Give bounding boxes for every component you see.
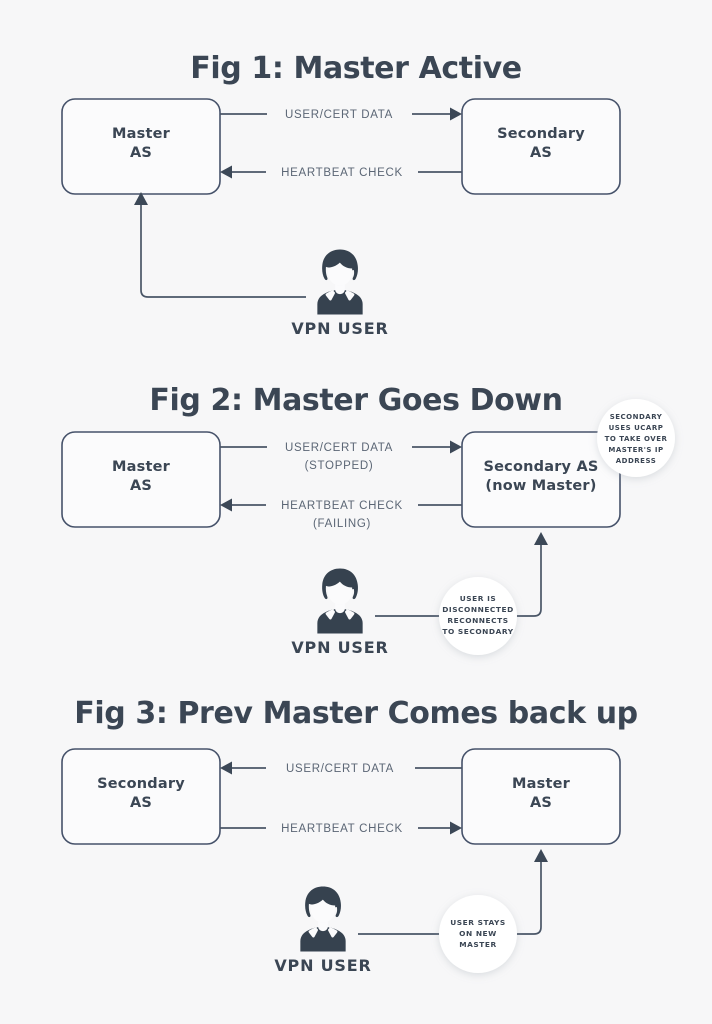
fig-1-edge-heartbeat-check-label: HEARTBEAT CHECK [281, 167, 403, 179]
fig-2-title: Fig 2: Master Goes Down [149, 383, 562, 418]
fig-2-badge-ucarp-takeover-circle[interactable] [597, 399, 675, 477]
fig-2-right-node-box[interactable] [461, 431, 621, 528]
badge-line-4: MASTER'S IP [608, 446, 663, 454]
fig-2-badge-user-reconnect[interactable] [439, 577, 517, 655]
fig-3-left-node-label-line2: AS [130, 795, 152, 811]
fig-3-left-node-box[interactable] [61, 748, 221, 845]
fig-2-edge-heartbeat-check: HEARTBEAT CHECK (FAILING) [220, 498, 462, 530]
badge-line-3: RECONNECTS [447, 616, 508, 625]
fig-1-actor-vpn-user[interactable]: VPN USER [291, 249, 388, 338]
badge-line-3: TO TAKE OVER [605, 435, 668, 443]
fig-1-edge-user-cert-data-arrowhead [450, 107, 462, 121]
fig-2-edge-user-cert-data-sublabel: (STOPPED) [305, 460, 374, 472]
fig-2-edge-user-cert-data-arrowhead [450, 440, 462, 454]
fig-3-right-node[interactable]: Master AS [461, 748, 621, 845]
fig-2-left-node-label-line2: AS [130, 478, 152, 494]
badge-line-3: MASTER [459, 940, 496, 949]
fig-1-actor-connector-arrowhead [134, 192, 148, 205]
fig-3-left-node-label-line1: Secondary [97, 776, 185, 792]
fig-3-badge-user-stays-circle[interactable] [439, 895, 517, 973]
fig-3-edge-heartbeat-check-label: HEARTBEAT CHECK [281, 823, 403, 835]
fig-2-actor-label: VPN USER [291, 638, 388, 657]
badge-line-2: ON NEW [459, 929, 497, 938]
fig-3-title: Fig 3: Prev Master Comes back up [74, 696, 637, 731]
fig-2-right-node[interactable]: Secondary AS (now Master) [461, 431, 621, 528]
fig-2-right-node-label-line1: Secondary AS [483, 459, 598, 475]
fig-2-left-node-label-line1: Master [112, 459, 171, 475]
fig-3-actor-vpn-user[interactable]: VPN USER [274, 886, 371, 975]
fig-3-actor-connector-arrowhead [534, 849, 548, 862]
fig-2-badge-ucarp-takeover[interactable] [597, 399, 675, 477]
fig-3-right-node-label-line1: Master [512, 776, 571, 792]
fig-2-badge-user-reconnect-circle[interactable] [439, 577, 517, 655]
fig-3-edge-user-cert-data-label: USER/CERT DATA [286, 763, 394, 775]
fig-2-badge-user-reconnect-text: USER IS DISCONNECTED RECONNECTS TO SECON… [442, 594, 514, 636]
fig-3-actor-connector [358, 849, 548, 935]
fig-2-edge-user-cert-data-label: USER/CERT DATA [285, 442, 393, 454]
badge-line-1: SECONDARY [610, 413, 663, 421]
fig-3-left-node[interactable]: Secondary AS [61, 748, 221, 845]
fig-3-badge-user-stays-text: USER STAYS ON NEW MASTER [450, 918, 506, 949]
fig-1-right-node-label-line2: AS [530, 145, 552, 161]
fig-3-edge-heartbeat-check: HEARTBEAT CHECK [220, 821, 462, 835]
fig-3-edge-user-cert-data: USER/CERT DATA [220, 761, 462, 775]
fig-2-right-node-label-line2: (now Master) [485, 478, 596, 494]
badge-line-2: USES UCARP [609, 424, 664, 432]
fig-3-right-node-box[interactable] [461, 748, 621, 845]
fig-2-edge-heartbeat-check-sublabel: (FAILING) [313, 518, 371, 530]
fig-1-left-node[interactable]: Master AS [61, 98, 221, 195]
fig-3-right-node-label-line2: AS [530, 795, 552, 811]
fig-3-edge-heartbeat-check-arrowhead [450, 821, 462, 835]
badge-line-4: TO SECONDARY [442, 627, 513, 636]
fig-1-title: Fig 1: Master Active [190, 51, 521, 86]
fig-2-actor-vpn-user[interactable]: VPN USER [291, 568, 388, 657]
fig-1-actor-label: VPN USER [291, 319, 388, 338]
fig-3-badge-user-stays[interactable] [439, 895, 517, 973]
fig-2-actor-connector [375, 532, 548, 617]
fig-1-left-node-label-line2: AS [130, 145, 152, 161]
fig-1-right-node-box[interactable] [461, 98, 621, 195]
figure-fig-2: Fig 2: Master Goes Down Master AS Second… [61, 383, 675, 657]
fig-2-left-node-box[interactable] [61, 431, 221, 528]
fig-1-edge-user-cert-data-label: USER/CERT DATA [285, 109, 393, 121]
fig-2-badge-ucarp-takeover-text: SECONDARY USES UCARP TO TAKE OVER MASTER… [605, 413, 668, 465]
fig-1-actor-connector [134, 192, 306, 298]
fig-1-edge-user-cert-data: USER/CERT DATA [220, 107, 462, 121]
badge-line-1: USER STAYS [450, 918, 506, 927]
fig-2-edge-heartbeat-check-label: HEARTBEAT CHECK [281, 500, 403, 512]
fig-1-right-node[interactable]: Secondary AS [461, 98, 621, 195]
fig-1-edge-heartbeat-check: HEARTBEAT CHECK [220, 165, 462, 179]
fig-2-actor-connector-arrowhead [534, 532, 548, 545]
figure-fig-1: Fig 1: Master Active Master AS Secondary… [61, 51, 621, 338]
fig-2-edge-heartbeat-check-arrowhead [220, 498, 232, 512]
badge-line-1: USER IS [460, 594, 497, 603]
badge-line-2: DISCONNECTED [442, 605, 514, 614]
fig-1-edge-heartbeat-check-arrowhead [220, 165, 232, 179]
fig-1-left-node-label-line1: Master [112, 126, 171, 142]
fig-2-edge-user-cert-data: USER/CERT DATA (STOPPED) [220, 440, 462, 472]
fig-1-right-node-label-line1: Secondary [497, 126, 585, 142]
fig-3-actor-label: VPN USER [274, 956, 371, 975]
fig-2-left-node[interactable]: Master AS [61, 431, 221, 528]
fig-3-edge-user-cert-data-arrowhead [220, 761, 232, 775]
figure-fig-3: Fig 3: Prev Master Comes back up Seconda… [61, 696, 638, 975]
badge-line-5: ADDRESS [616, 457, 656, 465]
